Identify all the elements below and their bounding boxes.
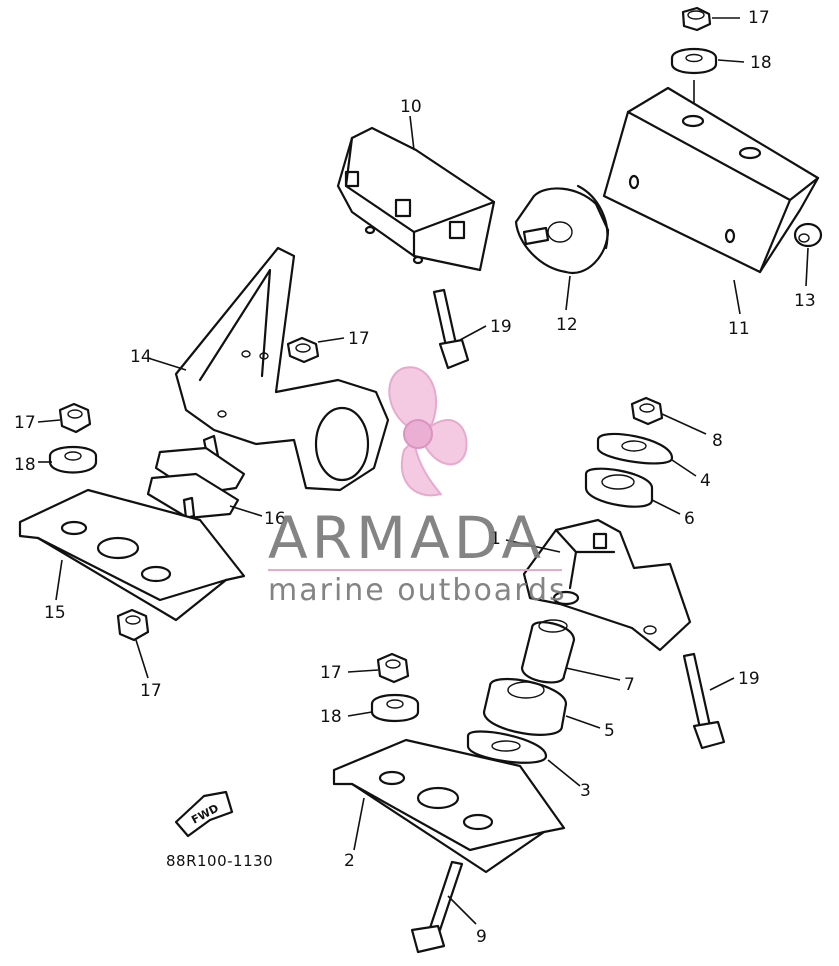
callout-8: 8 <box>712 431 723 451</box>
callout-16: 16 <box>264 509 286 529</box>
nut-17-bracket <box>286 336 320 364</box>
bolt-19-right <box>682 652 726 750</box>
bracket-1 <box>522 518 692 652</box>
callout-10: 10 <box>400 97 422 117</box>
forward-direction-arrow: FWD <box>174 790 234 838</box>
washer-4 <box>596 432 674 465</box>
callout-14: 14 <box>130 347 152 367</box>
washer-top-right <box>670 48 718 74</box>
bolt-9 <box>410 860 464 954</box>
top-cover <box>602 86 820 274</box>
callout-17-lower-left: 17 <box>140 681 162 701</box>
callout-15: 15 <box>44 603 66 623</box>
nut-17-left <box>58 402 92 434</box>
callout-13: 13 <box>794 291 816 311</box>
damper-mount-16 <box>146 434 246 520</box>
callout-18-middle: 18 <box>320 707 342 727</box>
rubber-mount-12 <box>514 184 610 275</box>
callout-19-upper: 19 <box>490 317 512 337</box>
callout-17-top: 17 <box>748 8 770 28</box>
callout-19-right: 19 <box>738 669 760 689</box>
callout-9: 9 <box>476 927 487 947</box>
nut-17-lower-left <box>116 608 150 642</box>
callout-5: 5 <box>604 721 615 741</box>
callout-1: 1 <box>490 529 501 549</box>
washer-18-left <box>48 446 98 474</box>
callout-17-left: 17 <box>14 413 36 433</box>
nut-8 <box>630 396 664 426</box>
bolt-19-upper <box>432 288 470 370</box>
callout-labels: 17 18 10 11 12 13 19 14 17 17 18 16 15 1… <box>14 8 816 947</box>
callout-18-left: 18 <box>14 455 36 475</box>
collar-7 <box>520 619 576 684</box>
nut-top-right <box>681 6 712 32</box>
callout-7: 7 <box>624 675 635 695</box>
propeller-logo-icon <box>388 366 468 497</box>
callout-4: 4 <box>700 471 711 491</box>
screw-13 <box>793 222 823 248</box>
upper-bracket <box>336 126 496 272</box>
callout-18-top: 18 <box>750 53 772 73</box>
watermark: ARMADA marine outboards <box>268 366 567 608</box>
watermark-tagline: marine outboards <box>268 573 567 608</box>
callout-11: 11 <box>728 319 750 339</box>
watermark-brand: ARMADA <box>268 504 545 572</box>
callout-17-bracket: 17 <box>348 329 370 349</box>
side-bracket-14 <box>174 246 390 492</box>
damper-6 <box>584 467 654 508</box>
nut-17-middle <box>376 652 410 684</box>
washer-18-middle <box>370 694 420 722</box>
plate-15 <box>18 488 246 622</box>
damper-5 <box>482 678 568 736</box>
callout-6: 6 <box>684 509 695 529</box>
washer-3 <box>466 730 548 764</box>
callout-12: 12 <box>556 315 578 335</box>
diagram-reference-code: 88R100-1130 <box>166 852 273 870</box>
leader-lines <box>37 17 809 925</box>
plate-2 <box>332 738 566 874</box>
callout-3: 3 <box>580 781 591 801</box>
callout-2: 2 <box>344 851 355 871</box>
callout-17-middle: 17 <box>320 663 342 683</box>
